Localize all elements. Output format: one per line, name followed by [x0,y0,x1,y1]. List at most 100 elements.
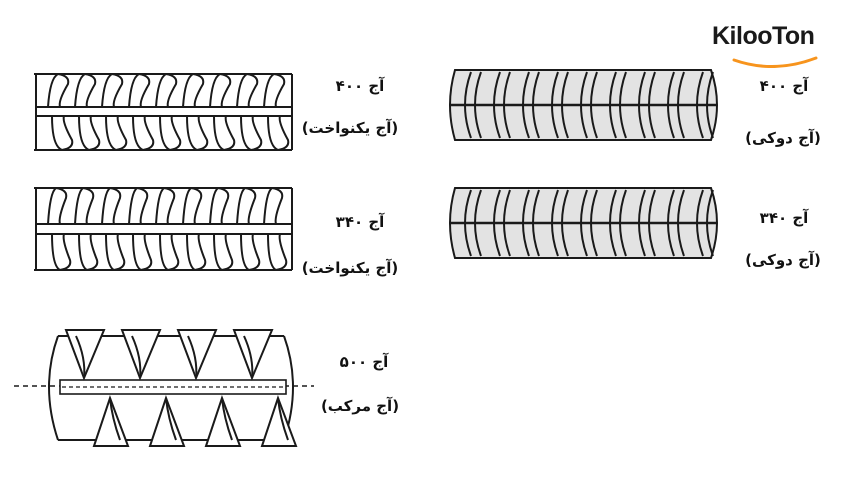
lower-rib [212,233,234,272]
lower-rib [158,233,180,272]
upper-lug [64,329,106,381]
kilooton-logo: KilooTon [712,22,830,68]
rebar-a340-uniform [34,186,293,272]
transverse-rib [696,189,704,257]
transverse-rib [580,71,588,139]
lower-rib [50,233,72,272]
transverse-rib [522,189,530,257]
transverse-rib-edge [532,189,540,257]
upper-rib [100,186,122,225]
label-a400-uniform-type: (آج یکنواخت) [301,119,399,137]
transverse-rib-edge [706,71,714,139]
label-a340-double-grade: آج ۳۴۰ [759,209,809,227]
transverse-rib-edge [561,189,569,257]
upper-rib [46,186,68,225]
upper-lug-shade [243,335,254,379]
logo-smile-icon [732,56,818,68]
transverse-rib-edge [619,189,627,257]
transverse-rib [464,71,472,139]
lower-rib [266,233,288,272]
upper-rib [127,186,149,225]
lower-rib [104,115,128,152]
transverse-rib [522,71,530,139]
lower-lug [204,395,242,447]
transverse-rib [638,189,646,257]
transverse-rib-edge [532,71,540,139]
upper-rib [181,186,203,225]
label-a500-composite-grade: آج ۵۰۰ [339,353,389,371]
upper-rib [73,72,97,108]
lower-rib [131,115,155,152]
upper-rib [262,72,286,108]
label-a400-double-grade: آج ۴۰۰ [759,77,809,95]
label-a340-uniform-grade: آج ۳۴۰ [335,213,385,231]
logo-text: KilooTon [712,22,815,50]
transverse-rib-edge [590,71,598,139]
transverse-rib [551,71,559,139]
upper-lug-shade [75,335,86,379]
transverse-rib [696,71,704,139]
transverse-rib [551,189,559,257]
upper-rib [46,72,70,108]
transverse-rib [667,71,675,139]
upper-rib [262,186,284,225]
transverse-rib-edge [503,189,511,257]
transverse-rib [464,189,472,257]
lower-rib [239,115,263,152]
transverse-rib-edge [503,71,511,139]
upper-rib [208,72,232,108]
transverse-rib-edge [706,189,714,257]
transverse-rib [609,71,617,139]
upper-rib [235,72,259,108]
lower-rib [77,233,99,272]
lower-rib [185,233,207,272]
lower-lug [92,395,130,447]
label-a340-double-type: (آج دوکی) [745,251,821,269]
upper-rib [100,72,124,108]
label-a500-composite-type: (آج مرکب) [320,397,400,415]
transverse-rib-edge [648,189,656,257]
label-a400-uniform-grade: آج ۴۰۰ [335,77,385,95]
upper-lug [120,329,162,381]
transverse-rib [609,189,617,257]
transverse-rib [493,189,501,257]
transverse-rib-edge [474,71,482,139]
lower-lug-shade [221,397,233,441]
transverse-rib-edge [590,189,598,257]
label-a400-double-type: (آج دوکی) [745,129,821,147]
rebar-a400-uniform [34,72,293,152]
upper-rib [181,72,205,108]
lower-rib [266,115,290,152]
transverse-rib-edge [561,71,569,139]
lower-lug-shade [109,397,121,441]
upper-lug-shade [187,335,198,379]
transverse-rib-edge [648,71,656,139]
transverse-rib-edge [474,189,482,257]
lower-rib [239,233,261,272]
lower-lug-shade [165,397,177,441]
transverse-rib-edge [619,71,627,139]
lower-rib [185,115,209,152]
rebar-a400-double [449,69,718,141]
upper-lug-shade [131,335,142,379]
transverse-rib [638,71,646,139]
lower-rib [131,233,153,272]
upper-rib [208,186,230,225]
lower-rib [77,115,101,152]
lower-rib [212,115,236,152]
upper-rib [154,186,176,225]
upper-lug [232,329,274,381]
transverse-rib-edge [677,71,685,139]
upper-rib [154,72,178,108]
transverse-rib-edge [677,189,685,257]
transverse-rib [580,189,588,257]
transverse-rib [667,189,675,257]
lower-lug [148,395,186,447]
transverse-rib [493,71,501,139]
lower-rib [158,115,182,152]
upper-lug [176,329,218,381]
label-a340-uniform-type: (آج یکنواخت) [301,259,399,277]
upper-rib [73,186,95,225]
lower-rib [50,115,74,152]
upper-rib [127,72,151,108]
